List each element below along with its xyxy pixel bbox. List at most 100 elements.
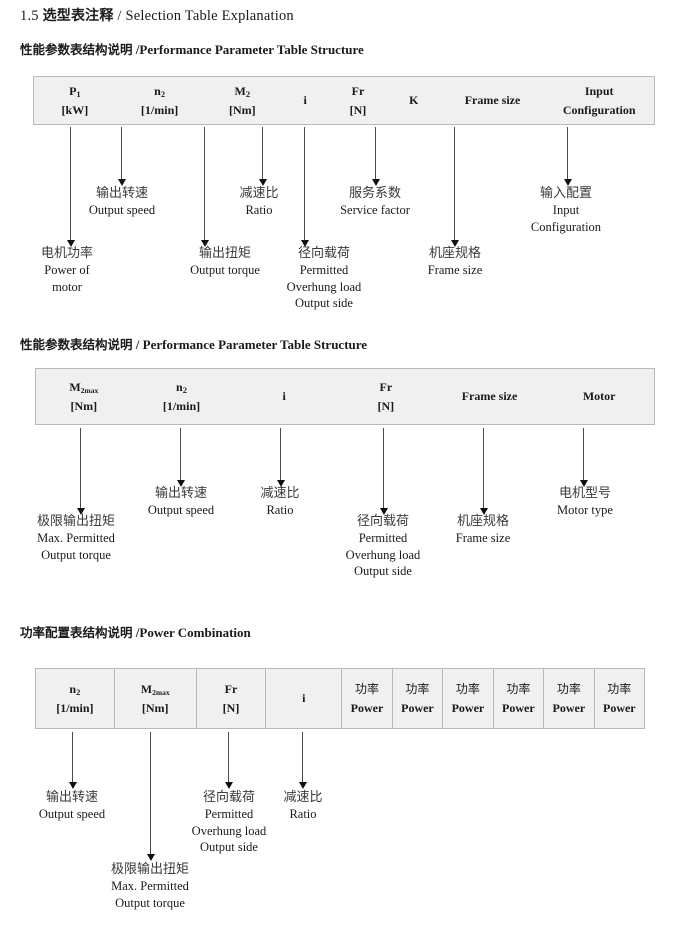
note-max-permitted-torque-1-en-1: Max. Permitted [37, 531, 115, 546]
table2-col-fr-unit: [N] [377, 398, 395, 413]
note-frame-size-1-en: Frame size [427, 263, 483, 278]
table3-col-m2max-unit: [Nm] [141, 700, 169, 715]
note-ratio-2: 减速比 Ratio [249, 485, 311, 519]
page-title-chinese: 选型表注释 [42, 8, 114, 24]
table1-col-frame-size: Frame size [441, 77, 545, 124]
note-motor-type-cn: 电机型号 [558, 486, 611, 501]
note-service-factor-en: Service factor [340, 203, 410, 218]
table3-col-power-3-en: Power [451, 700, 485, 715]
table3-col-power-3-cn: 功率 [455, 681, 480, 696]
note-max-permitted-torque-2-cn: 极限输出扭矩 [110, 862, 189, 877]
table3-col-power-5-cn: 功率 [556, 681, 581, 696]
note-ratio-3: 减速比 Ratio [272, 789, 334, 823]
note-output-speed-1-en: Output speed [88, 203, 156, 218]
note-input-configuration-cn: 输入配置 [539, 186, 592, 201]
section-2-heading: 性能参数表结构说明 / Performance Parameter Table … [20, 334, 367, 353]
note-frame-size-2-cn: 机座规格 [456, 514, 509, 529]
section-2-heading-chinese: 性能参数表结构说明 [20, 337, 133, 352]
section-2-heading-separator: / [135, 337, 140, 352]
section-1-heading-english: Performance Parameter Table Structure [139, 42, 364, 57]
performance-parameter-table-2: M2max [Nm] n2 [1/min] i Fr [N] Frame siz… [35, 368, 655, 425]
section-1-heading: 性能参数表结构说明 /Performance Parameter Table S… [20, 39, 364, 58]
table1-col-input-configuration: Input Configuration [544, 77, 654, 124]
table1-col-p1-symbol: P1 [69, 83, 81, 99]
note-overhung-load-1-en-2: Overhung load [286, 279, 362, 294]
note-output-torque-en: Output torque [190, 263, 260, 278]
note-max-permitted-torque-2-en-2: Output torque [115, 895, 185, 910]
note-frame-size-1-cn: 机座规格 [428, 246, 481, 261]
table2-col-motor-label: Motor [582, 389, 616, 404]
note-output-speed-2-cn: 输出转速 [154, 486, 207, 501]
note-overhung-load-3-en-3: Output side [200, 840, 258, 855]
table3-col-power-1: 功率 Power [341, 669, 391, 728]
note-output-torque-cn: 输出扭矩 [198, 246, 251, 261]
table1-col-m2-unit: [Nm] [229, 102, 256, 117]
note-max-permitted-torque-2: 极限输出扭矩 Max. Permitted Output torque [94, 861, 206, 911]
table3-col-fr: Fr [N] [195, 669, 266, 728]
section-2-heading-english: Performance Parameter Table Structure [142, 337, 368, 352]
note-input-configuration: 输入配置 Input Configuration [516, 185, 616, 235]
table2-col-m2max: M2max [Nm] [36, 369, 132, 424]
table1-col-n2-symbol: n2 [154, 83, 166, 99]
note-input-configuration-en-1: Input [552, 203, 580, 218]
table3-col-power-1-cn: 功率 [354, 681, 379, 696]
table3-col-power-5-en: Power [552, 700, 586, 715]
note-output-torque: 输出扭矩 Output torque [170, 245, 280, 279]
table2-col-n2-symbol: n2 [176, 379, 187, 395]
note-ratio-3-cn: 减速比 [283, 790, 323, 805]
note-power-of-motor: 电机功率 Power of motor [20, 245, 114, 295]
note-max-permitted-torque-1: 极限输出扭矩 Max. Permitted Output torque [20, 513, 132, 563]
table1-col-n2: n2 [1/min] [116, 77, 204, 124]
table3-col-power-2: 功率 Power [391, 669, 442, 728]
note-overhung-load-3-cn: 径向载荷 [202, 790, 255, 805]
performance-parameter-table-1: P1 [kW] n2 [1/min] M2 [Nm] i Fr [N] K Fr… [33, 76, 655, 125]
note-input-configuration-en-2: Configuration [530, 219, 602, 234]
table3-col-n2: n2 [1/min] [36, 669, 114, 728]
note-ratio-2-cn: 减速比 [260, 486, 300, 501]
table1-col-fr-symbol: Fr [351, 83, 365, 98]
note-ratio-3-en: Ratio [289, 807, 317, 822]
note-overhung-load-2: 径向载荷 Permitted Overhung load Output side [327, 513, 439, 580]
table1-col-n2-unit: [1/min] [140, 102, 179, 117]
note-service-factor-cn: 服务系数 [348, 186, 401, 201]
section-3-heading: 功率配置表结构说明 /Power Combination [20, 622, 251, 641]
table1-col-i-symbol: i [303, 93, 307, 108]
page-title: 1.5 选型表注释 / Selection Table Explanation [20, 5, 294, 25]
table2-col-frame-size-label: Frame size [461, 389, 518, 404]
table3-col-power-4-en: Power [502, 700, 535, 715]
note-ratio-1-en: Ratio [245, 203, 273, 218]
note-power-of-motor-en-2: motor [52, 279, 82, 294]
table1-col-k: K [387, 77, 441, 124]
table3-col-power-1-en: Power [350, 700, 384, 715]
page-title-number: 1.5 [20, 8, 39, 24]
note-output-speed-3-en: Output speed [38, 807, 106, 822]
table2-col-n2: n2 [1/min] [132, 369, 232, 424]
page-title-english: Selection Table Explanation [125, 8, 294, 24]
table3-col-power-2-en: Power [401, 700, 434, 715]
section-3-heading-chinese: 功率配置表结构说明 [20, 625, 133, 640]
table3-col-power-2-cn: 功率 [405, 681, 430, 696]
table3-col-power-6: 功率 Power [593, 669, 644, 728]
table2-col-i-symbol: i [282, 389, 286, 404]
note-overhung-load-3-en-1: Permitted [204, 807, 254, 822]
table3-col-power-5: 功率 Power [543, 669, 593, 728]
note-overhung-load-1-en-1: Permitted [299, 263, 349, 278]
table3-col-fr-unit: [N] [222, 700, 240, 715]
table2-col-fr-symbol: Fr [379, 379, 393, 394]
table3-col-i: i [265, 669, 341, 728]
power-combination-table: n2 [1/min] M2max [Nm] Fr [N] i 功率 Power … [35, 668, 645, 729]
table2-col-m2max-symbol: M2max [69, 379, 99, 395]
table3-col-m2max: M2max [Nm] [113, 669, 196, 728]
section-3-heading-english: Power Combination [139, 625, 251, 640]
note-ratio-1-cn: 减速比 [239, 186, 279, 201]
note-overhung-load-2-cn: 径向载荷 [356, 514, 409, 529]
note-motor-type-en: Motor type [557, 503, 613, 518]
table1-col-m2: M2 [Nm] [203, 77, 281, 124]
table1-col-fr: Fr [N] [329, 77, 387, 124]
table3-col-power-6-en: Power [602, 700, 636, 715]
table1-col-m2-symbol: M2 [234, 83, 251, 99]
table1-col-fr-unit: [N] [349, 102, 367, 117]
note-overhung-load-2-en-3: Output side [354, 564, 412, 579]
note-service-factor: 服务系数 Service factor [327, 185, 423, 219]
